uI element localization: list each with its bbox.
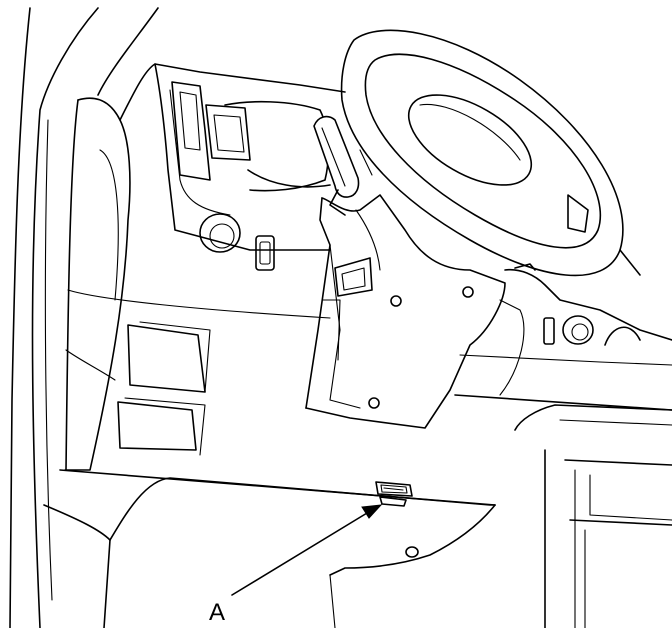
steering-wheel bbox=[340, 29, 641, 277]
lower-left-slot-lower bbox=[117, 397, 206, 456]
callout-label-a: A bbox=[209, 599, 225, 626]
dashboard-top bbox=[119, 63, 346, 251]
left-vent bbox=[171, 81, 251, 181]
lower-dash-panel bbox=[103, 477, 496, 628]
left-switch bbox=[255, 235, 275, 271]
left-side-panel bbox=[43, 97, 131, 541]
data-link-connector bbox=[375, 481, 413, 507]
combination-switch-lever bbox=[313, 115, 360, 216]
a-pillar bbox=[9, 7, 159, 628]
callout-a-leader bbox=[231, 504, 383, 596]
right-dashboard bbox=[454, 263, 672, 411]
lower-left-slot-upper bbox=[127, 321, 211, 393]
left-knob bbox=[199, 213, 241, 253]
center-console bbox=[514, 404, 672, 628]
steering-column-cover bbox=[305, 149, 506, 429]
instrument-cluster bbox=[224, 100, 331, 192]
